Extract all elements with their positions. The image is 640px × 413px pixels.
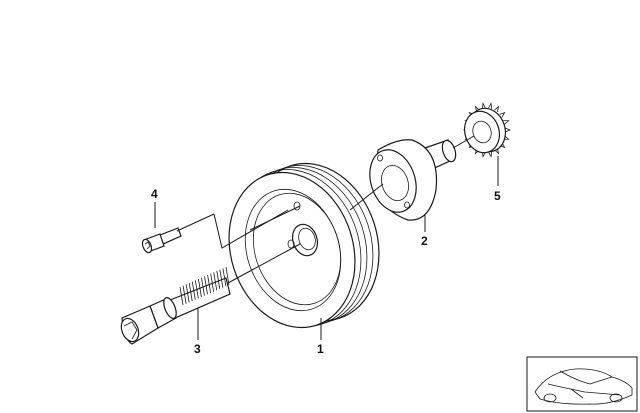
bolt-thread (207, 274, 211, 294)
bolt-thread (179, 286, 184, 306)
sprocket-tooth (503, 120, 510, 125)
sprocket-tooth (488, 151, 493, 158)
bolt-thread (210, 273, 215, 292)
central-bolt-part[interactable] (118, 266, 231, 345)
sprocket-tooth (499, 111, 506, 118)
callout-2: 2 (421, 234, 428, 248)
bolt-thread (204, 276, 208, 295)
car-silhouette-icon (534, 368, 633, 405)
car-thumbnail[interactable] (526, 356, 638, 412)
bolt-thread (191, 281, 196, 300)
bolt-thread (219, 269, 224, 288)
bolt-thread (194, 280, 199, 299)
leader-lines (154, 156, 499, 340)
hex-bolt-part[interactable] (141, 227, 182, 254)
bolt-thread (188, 282, 193, 302)
callout-5: 5 (494, 189, 501, 203)
bolt-thread (201, 277, 205, 296)
callout-3: 3 (194, 342, 201, 356)
sprocket-tooth (488, 102, 493, 109)
callout-1: 1 (317, 342, 324, 356)
bolt-thread (213, 272, 218, 291)
bolt-thread (216, 270, 221, 290)
sprocket-part[interactable] (459, 102, 512, 158)
bolt-thread (222, 268, 227, 287)
bolt-thread (182, 285, 187, 304)
sprocket-tooth (504, 127, 512, 133)
sprocket-tooth (494, 147, 500, 155)
hub-part[interactable] (362, 139, 458, 221)
bolt-thread (185, 284, 190, 303)
assembly-lines (176, 135, 475, 284)
bolt-thread (225, 266, 230, 286)
callout-4: 4 (151, 187, 158, 201)
bolt-thread (198, 278, 202, 298)
sprocket-tooth (494, 105, 500, 113)
sprocket-tooth (481, 102, 486, 109)
sprocket-tooth (474, 105, 480, 113)
pulley-part[interactable] (210, 147, 399, 344)
